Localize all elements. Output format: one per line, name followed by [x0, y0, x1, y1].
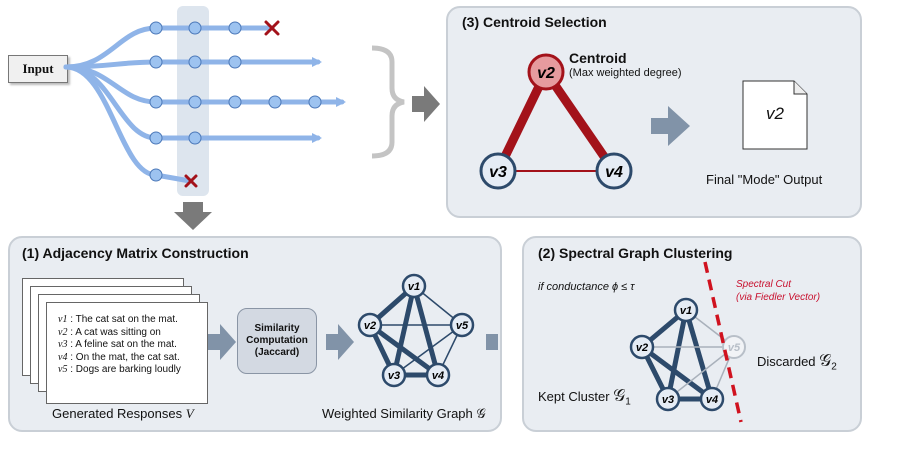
path-dot	[188, 131, 202, 145]
path-dot	[149, 55, 163, 69]
path-dot	[268, 95, 282, 109]
sim-line: Computation	[246, 335, 308, 346]
centroid-label: Centroid	[569, 50, 627, 66]
caption-weighted-graph: Weighted Similarity Graph 𝒢	[322, 406, 486, 421]
node-v4	[595, 152, 633, 190]
response-line: v2 : A cat was sitting on	[58, 326, 161, 338]
sim-line: Similarity	[254, 323, 300, 334]
centroid-sub: (Max weighted degree)	[569, 67, 682, 79]
output-doc-text: v2	[766, 104, 784, 123]
node-label-v1: v1	[408, 281, 420, 293]
edge	[411, 283, 441, 378]
node-label-v4: v4	[706, 394, 718, 406]
node-v2	[629, 334, 655, 360]
node-v3	[655, 386, 681, 412]
edge	[391, 283, 417, 378]
node-label-v4: v4	[432, 370, 444, 382]
response-line: v4 : On the mat, the cat sat.	[58, 351, 180, 363]
path-dot	[308, 95, 322, 109]
edge	[683, 307, 715, 402]
similarity-computation-box: Similarity Computation (Jaccard)	[237, 308, 317, 374]
response-line: v3 : A feline sat on the mat.	[58, 339, 177, 350]
edge	[367, 322, 441, 378]
node-v4	[699, 386, 725, 412]
node-v2	[357, 312, 383, 338]
node-label-v3: v3	[489, 164, 507, 181]
arrow-right-icon	[326, 324, 354, 360]
path-dot	[149, 131, 163, 145]
arrow-right-icon	[486, 324, 498, 360]
sampling-paths	[63, 6, 440, 230]
path-dot	[188, 21, 202, 35]
node-label-v2: v2	[364, 320, 376, 332]
node-v5	[449, 312, 475, 338]
sim-line: (Jaccard)	[254, 347, 300, 358]
node-v2	[527, 53, 565, 91]
path-dot	[228, 95, 242, 109]
edge-discarded	[667, 346, 735, 400]
brace-icon	[371, 45, 405, 159]
path-dot	[188, 95, 202, 109]
reject-x-icon	[264, 20, 280, 36]
output-caption: Final "Mode" Output	[706, 172, 823, 187]
node-v5-discarded	[722, 335, 746, 359]
panel1-title: (1) Adjacency Matrix Construction	[22, 245, 249, 261]
node-label-v2: v2	[537, 65, 555, 82]
discarded-label: Discarded 𝒢2	[757, 351, 837, 373]
panel2-title: (2) Spectral Graph Clustering	[538, 245, 733, 261]
path-dot	[149, 21, 163, 35]
centroid-graph: v2 v3 v4	[479, 53, 690, 190]
response-line: v5 : Dogs are barking loudly	[58, 364, 181, 375]
path-dot	[149, 95, 163, 109]
node-label-v3: v3	[662, 394, 674, 406]
arrow-right-icon	[412, 86, 440, 122]
node-v4	[425, 362, 451, 388]
node-label-v1: v1	[680, 305, 692, 317]
node-v1	[673, 297, 699, 323]
response-card-front	[46, 302, 208, 404]
conductance-condition: if conductance ϕ ≤ τ	[538, 281, 635, 293]
input-label: Input	[22, 61, 54, 76]
spectral-cut-label: Spectral Cut (via Fiedler Vector)	[736, 279, 821, 303]
node-label-v5: v5	[456, 320, 469, 332]
responses-list: v1 : The cat sat on the mat. v2 : A cat …	[58, 314, 194, 377]
output-document-icon	[742, 80, 808, 150]
caption-generated-responses: Generated Responses V	[52, 406, 194, 421]
node-label-v3: v3	[388, 370, 400, 382]
node-v3	[381, 362, 407, 388]
node-label-v4: v4	[605, 164, 623, 181]
edge	[665, 307, 689, 402]
path-dot	[149, 168, 163, 182]
spectral-graph: v1 v2 v3 v4 v5	[629, 261, 746, 423]
panel3-title: (3) Centroid Selection	[462, 14, 607, 30]
edge	[393, 324, 463, 376]
node-label-v2: v2	[636, 342, 648, 354]
path-dot	[188, 55, 202, 69]
path-dot	[228, 21, 242, 35]
arrow-right-icon	[651, 106, 690, 146]
response-line: v1 : The cat sat on the mat.	[58, 314, 178, 325]
node-v1	[401, 273, 427, 299]
node-label-v5: v5	[728, 342, 741, 354]
edge	[639, 344, 715, 402]
node-v3	[479, 152, 517, 190]
reject-x-icon	[184, 174, 198, 188]
input-box: Input	[8, 55, 68, 83]
kept-cluster-label: Kept Cluster 𝒢1	[538, 386, 631, 408]
adjacency-graph: v1 v2 v5 v3 v4	[208, 273, 498, 388]
spectral-cut-line	[703, 261, 743, 423]
path-dot	[228, 55, 242, 69]
arrow-down-icon	[174, 202, 212, 230]
edge-v2-v4	[542, 69, 618, 174]
arrow-right-icon	[208, 324, 236, 360]
